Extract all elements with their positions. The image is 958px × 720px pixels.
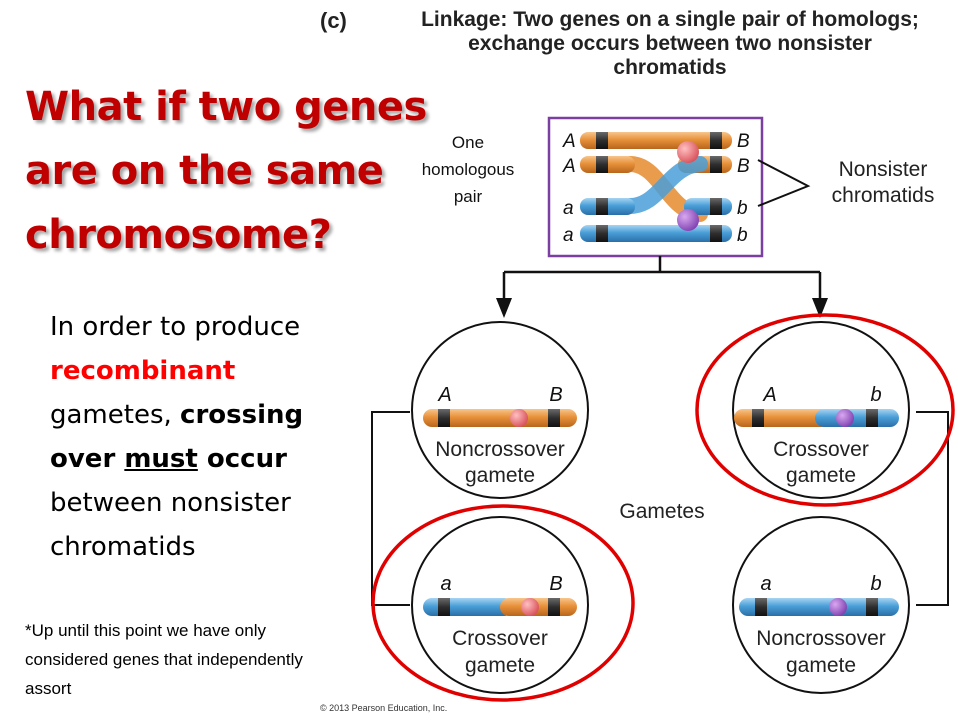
gamete-4-type-1: Noncrossover	[756, 627, 886, 650]
gamete-crossover-Ab: A b Crossover gamete	[732, 321, 910, 499]
allele-b-1: b	[737, 198, 748, 219]
allele-B-2: B	[737, 156, 750, 177]
gamete-3-type-1: Crossover	[452, 627, 548, 650]
allele-B-1: B	[737, 131, 750, 152]
bracket-left	[371, 411, 410, 606]
homolog-label-2: homologous	[422, 160, 515, 179]
gametes-word: gametes,	[50, 400, 181, 430]
gamete-2-type-2: gamete	[786, 464, 856, 487]
allele-a-2: a	[563, 225, 574, 246]
highlight-ring-crossover-aB	[371, 504, 635, 702]
chromatids-line: chromatids	[50, 532, 196, 562]
gamete-2-right-allele: b	[870, 384, 881, 406]
gamete-2-left-allele: A	[762, 384, 776, 406]
chromatid-blue-1	[580, 156, 732, 215]
figure-caption: Linkage: Two genes on a single pair of h…	[421, 8, 919, 79]
between-line: between nonsister	[50, 488, 291, 518]
gamete-noncrossover-ab: a b Noncrossover gamete	[732, 516, 910, 694]
homolog-label-1: One	[452, 133, 484, 152]
over-word: over	[50, 444, 125, 474]
allele-b-2: b	[737, 225, 748, 246]
centromere-orange	[677, 141, 699, 163]
allele-A-1: A	[562, 131, 576, 152]
gamete-4-type-2: gamete	[786, 654, 856, 677]
recombinant-word: recombinant	[50, 356, 236, 386]
body-text: In order to produce recombinant gametes,…	[50, 305, 370, 569]
gamete-crossover-aB: a B Crossover gamete	[411, 516, 589, 694]
gamete-3-left-allele: a	[440, 573, 451, 595]
chromatid-blue-2	[580, 225, 732, 242]
bracket-right	[916, 411, 949, 606]
gamete-4-left-allele: a	[760, 573, 771, 595]
occur-word: occur	[197, 444, 287, 474]
allele-a-1: a	[563, 198, 574, 219]
crossing-word: crossing	[180, 400, 304, 430]
slide-title: What if two genes are on the same chromo…	[25, 84, 427, 258]
gamete-3-right-allele: B	[549, 573, 562, 595]
gamete-1-type-2: gamete	[465, 464, 535, 487]
gamete-1-right-allele: B	[549, 384, 562, 406]
allele-A-2: A	[562, 156, 576, 177]
nonsister-label-2: chromatids	[832, 184, 935, 207]
tree-connector	[502, 256, 822, 300]
copyright: © 2013 Pearson Education, Inc.	[320, 703, 448, 713]
arrow-right	[812, 298, 828, 318]
body-line-1: In order to produce	[50, 312, 301, 342]
gamete-1-type-1: Noncrossover	[435, 438, 565, 461]
centromere-blue	[677, 209, 699, 231]
gamete-3-type-2: gamete	[465, 654, 535, 677]
figure-label: (c)	[320, 8, 347, 33]
chromatid-orange-1	[580, 132, 732, 149]
gamete-4-right-allele: b	[870, 573, 881, 595]
gamete-2-type-1: Crossover	[773, 438, 869, 461]
footnote: *Up until this point we have only consid…	[25, 621, 303, 698]
must-word: must	[124, 444, 198, 474]
nonsister-bracket	[757, 159, 811, 207]
homolog-label-3: pair	[454, 187, 483, 206]
nonsister-label-1: Nonsister	[839, 158, 928, 181]
homolog-pair-box	[547, 116, 764, 258]
gamete-1-left-allele: A	[437, 384, 451, 406]
gamete-noncrossover-AB: A B Noncrossover gamete	[411, 321, 589, 499]
arrow-left	[496, 298, 512, 318]
highlight-ring-crossover-Ab	[695, 313, 955, 507]
gametes-label: Gametes	[619, 500, 704, 523]
